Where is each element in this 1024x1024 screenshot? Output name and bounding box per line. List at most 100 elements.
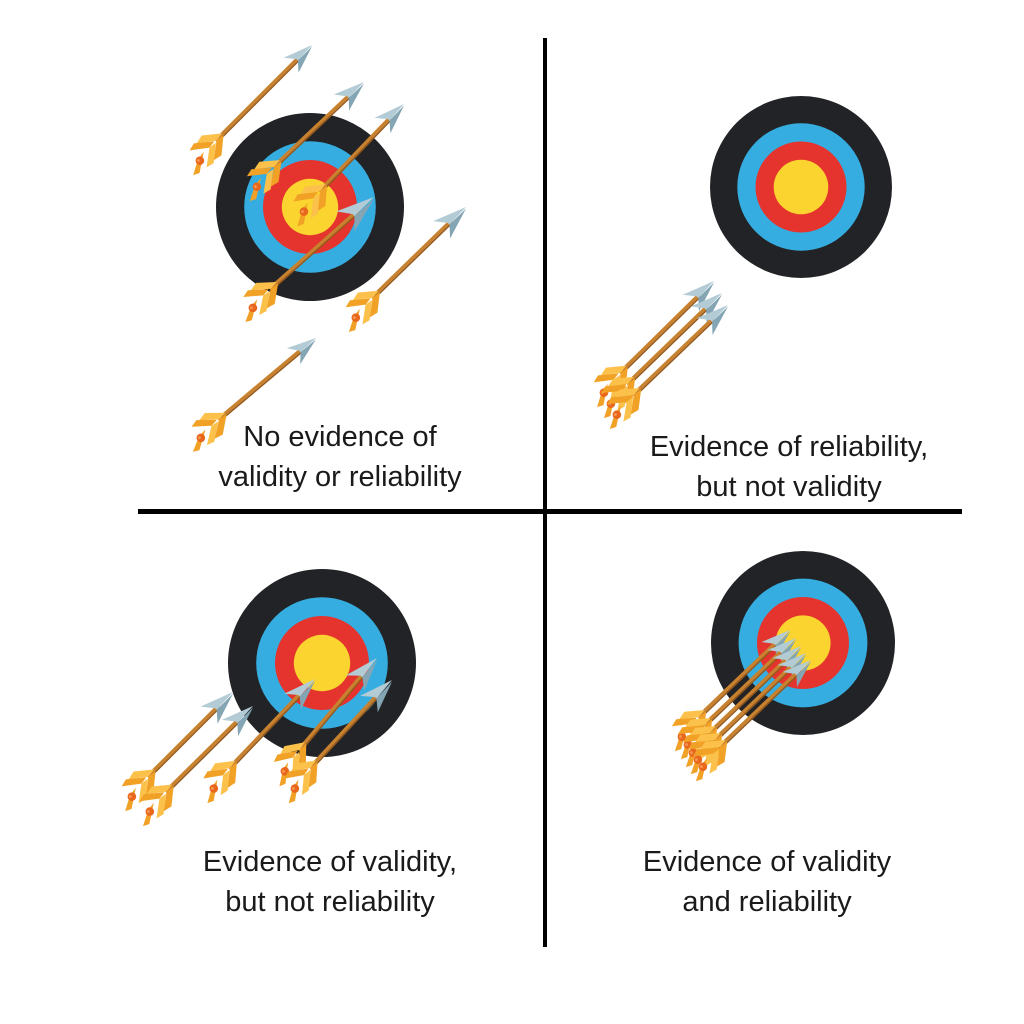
arrow-fletching-feather: [606, 395, 632, 405]
arrow-head-lower-blade: [796, 661, 811, 688]
arrow-nock-highlight: [613, 413, 617, 417]
caption-line-1: Evidence of reliability,: [649, 431, 929, 463]
arrow-head: [345, 658, 378, 691]
arrow-nock-highlight: [684, 743, 688, 747]
horizontal-divider-line: [138, 509, 962, 514]
arrow-shaft: [370, 219, 453, 300]
arrow-fletching-feather: [273, 750, 298, 762]
caption-line-1: No evidence of: [243, 421, 437, 453]
arrow-head-lower-blade: [237, 707, 253, 737]
arrow-shaft-shadow: [148, 706, 221, 779]
arrow-head: [333, 82, 364, 111]
arrow-nock-highlight: [196, 159, 200, 163]
no-validity-no-reliability-group: [189, 45, 466, 452]
arrow-nock-highlight: [352, 316, 356, 320]
arrow-shaft: [297, 671, 365, 752]
arrow-nock-highlight: [694, 758, 698, 762]
arrow-head: [782, 660, 811, 688]
arrow-shaft: [271, 93, 351, 169]
arrow-nock-highlight: [281, 769, 285, 773]
arrow-head-upper-blade: [345, 658, 377, 678]
arrow-head-upper-blade: [336, 197, 374, 217]
arrow-shaft-shadow: [310, 695, 381, 771]
arrow-head-upper-blade: [777, 653, 806, 669]
arrow-nock-highlight: [210, 786, 214, 790]
arrow: [139, 706, 253, 827]
arrow-fletching-feather: [280, 742, 305, 755]
arrow-shaft: [702, 650, 783, 727]
arrow-shaft-shadow: [299, 673, 367, 753]
arrow-fletching-feather: [206, 142, 216, 168]
arrow-fletching-feather: [243, 289, 269, 298]
arrow-head: [360, 680, 393, 713]
arrow-head-upper-blade: [433, 207, 466, 225]
arrow: [121, 692, 233, 812]
arrow-fletching-feather: [246, 167, 272, 177]
arrow-head-upper-blade: [283, 45, 312, 61]
arrow-head: [200, 692, 233, 724]
arrow-shaft-shadow: [219, 351, 303, 422]
arrow-head-lower-blade: [297, 46, 312, 73]
arrow-head-lower-blade: [712, 306, 728, 335]
arrow-fletching-feather: [608, 376, 634, 387]
arrow-fletching-feather: [196, 133, 223, 144]
arrow-fletching-feather: [139, 792, 165, 802]
arrow-fletching-feather: [156, 793, 166, 819]
arrow-shaft-shadow: [704, 652, 784, 728]
arrow-fletching-feather: [345, 298, 371, 308]
arrow: [692, 660, 811, 782]
arrow-fletching-feather: [254, 160, 280, 170]
arrow-fletching-feather: [300, 183, 326, 195]
arrow-fletching-feather: [685, 718, 711, 728]
arrow-fletching-feather: [593, 373, 619, 383]
arrow-head-upper-blade: [286, 338, 316, 353]
arrow-shaft-shadow: [719, 674, 799, 750]
caption-line-2: validity or reliability: [218, 461, 462, 493]
arrow-fletching-feather: [317, 185, 328, 211]
validity-and-reliability-group: [671, 551, 895, 782]
arrow-fletching-feather: [716, 741, 728, 767]
arrow-fletching-feather: [308, 761, 318, 788]
arrow-fletching-feather: [690, 726, 716, 736]
archery-target: [216, 113, 404, 301]
arrow-head-upper-blade: [690, 293, 722, 310]
arrow-head-upper-blade: [696, 305, 728, 322]
arrow-fletching-feather: [121, 777, 147, 787]
arrow: [189, 45, 312, 176]
arrow-fletching-feather: [206, 421, 219, 446]
arrow-shaft: [268, 208, 360, 291]
arrow-fletching-feather: [291, 760, 317, 772]
arrow-shaft-shadow: [166, 720, 241, 795]
validity-not-reliability-group: [121, 569, 416, 827]
arrow-shaft: [618, 293, 701, 375]
arrow-shaft-shadow: [627, 307, 710, 387]
arrow-shaft: [707, 658, 788, 735]
arrow: [593, 281, 714, 408]
arrow-fletching-feather: [213, 134, 224, 161]
archery-target: [710, 96, 892, 278]
arrow-shaft-shadow: [709, 660, 789, 736]
arrow-shaft-shadow: [320, 119, 392, 194]
arrow-shaft: [308, 693, 380, 770]
caption-line-1: Evidence of validity,: [202, 846, 458, 878]
arrow-fletching-feather: [163, 785, 174, 812]
arrow-fletching-feather: [600, 384, 626, 394]
target-ring-3: [293, 634, 351, 692]
caption-line-2: and reliability: [682, 886, 852, 918]
arrow-nock-highlight: [678, 735, 682, 739]
arrow-nock-highlight: [689, 751, 693, 755]
arrow-fletching-feather: [128, 769, 155, 780]
arrow-head-lower-blade: [449, 208, 466, 239]
arrow-head: [283, 45, 312, 73]
caption-no-validity-no-reliability: No evidence of validity or reliability: [218, 417, 461, 497]
arrow: [284, 680, 393, 804]
arrow-head-upper-blade: [360, 680, 392, 699]
arrow-shaft: [146, 704, 220, 778]
arrow-shaft: [717, 672, 798, 749]
arrow-fletching-feather: [369, 292, 380, 318]
arrow-fletching-feather: [259, 290, 270, 315]
arrow-head-lower-blade: [348, 83, 364, 111]
arrow-fletching-feather: [614, 387, 640, 398]
arrow-shaft-shadow: [698, 644, 778, 720]
arrow-fletching-feather: [220, 770, 230, 796]
